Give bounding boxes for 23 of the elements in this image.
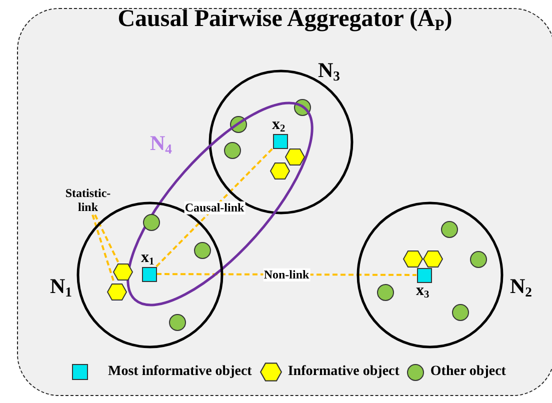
legend-label: Other object — [430, 364, 506, 380]
object-label: x$_{1}$ — [141, 250, 154, 268]
hexagon-marker — [113, 262, 133, 282]
annotation-label: Statistic- link — [64, 186, 112, 215]
diagram-title: Causal Pairwise Aggregator (A$_{P}$) — [118, 6, 452, 35]
group-label: N$_{4}$ — [150, 133, 172, 156]
edge-label: Causal-link — [184, 200, 246, 214]
legend-label: Most informative object — [108, 364, 252, 380]
link-line — [94, 214, 119, 262]
group-label: N$_{2}$ — [510, 276, 532, 300]
group-label: N$_{3}$ — [318, 60, 340, 84]
object-label: x$_{3}$ — [416, 283, 430, 301]
object-label: x$_{2}$ — [272, 117, 286, 135]
hexagon-marker — [285, 147, 305, 167]
link-line — [92, 214, 115, 282]
hexagon-marker — [270, 161, 290, 181]
hexagon-marker — [403, 249, 423, 269]
link-line — [156, 148, 274, 268]
hexagon-marker — [423, 249, 443, 269]
legend-label: Informative object — [288, 364, 400, 380]
edge-label: Non-link — [262, 268, 310, 282]
hexagon-marker — [107, 282, 127, 302]
group-label: N$_{1}$ — [50, 276, 72, 300]
